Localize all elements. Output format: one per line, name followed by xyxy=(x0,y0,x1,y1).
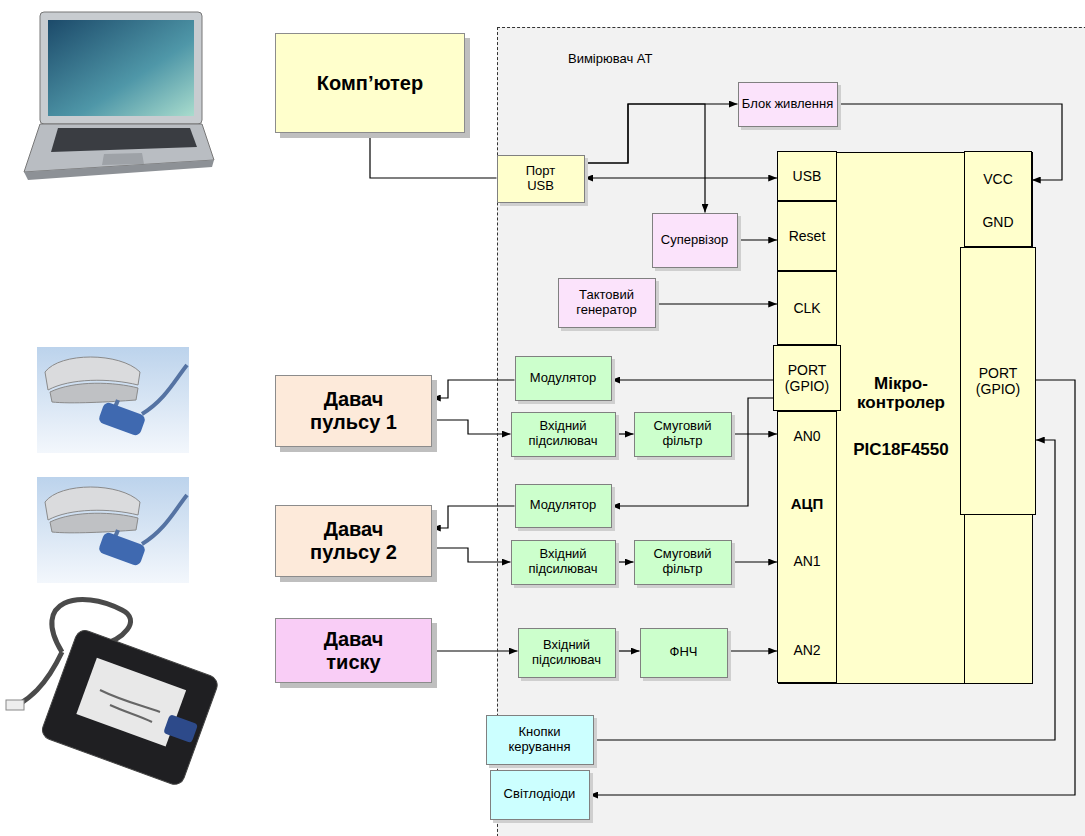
connector-arrow xyxy=(585,104,738,163)
box-label: Модулятор xyxy=(530,371,597,386)
finger-sensor-illustration xyxy=(37,477,189,583)
pin-cell: USB xyxy=(777,151,837,201)
box-label: Блок живлення xyxy=(742,97,833,112)
box-label: ФНЧ xyxy=(670,645,698,660)
connector-arrow xyxy=(432,506,515,528)
connector-arrow xyxy=(616,433,634,434)
box-label: Комп’ютер xyxy=(317,72,423,95)
box-label: Давач пульсу 2 xyxy=(299,518,409,564)
bandpass-filter-box: Смуговий фільтр xyxy=(634,540,732,585)
box-label: VCC xyxy=(965,171,1031,187)
box-label: Смуговий фільтр xyxy=(635,547,731,577)
connector-arrow xyxy=(616,561,634,562)
connector-arrow xyxy=(656,303,778,304)
port-cell: PORT (GPIO) xyxy=(773,345,841,411)
box-label: Кнопки керування xyxy=(487,725,593,755)
box-label: PIC18F4550 xyxy=(838,440,965,460)
connector-arrow xyxy=(432,650,518,651)
lowpass-filter-box: ФНЧ xyxy=(640,628,728,678)
buttons-box: Кнопки керування xyxy=(486,715,594,765)
pin-cell: CLK xyxy=(777,271,837,345)
power-supply-box: Блок живлення xyxy=(738,82,838,127)
computer-box: Комп’ютер xyxy=(275,33,465,133)
amplifier-box: Вхідний підсилювач xyxy=(518,628,616,678)
box-label: Вхідний підсилювач xyxy=(512,547,615,577)
box-label: USB xyxy=(793,168,822,184)
box-label: PORT (GPIO) xyxy=(961,365,1035,397)
amplifier-box: Вхідний підсилювач xyxy=(511,412,616,457)
connector-arrow xyxy=(732,433,778,434)
connector-arrow xyxy=(432,548,511,562)
connector-group xyxy=(370,104,1075,795)
modulator-box: Модулятор xyxy=(515,484,612,528)
adc-cell: AN0АЦП AN1AN2 xyxy=(777,411,837,683)
connector-arrow xyxy=(370,133,497,178)
box-label: Вимірювач АТ xyxy=(568,52,652,67)
modulator-box: Модулятор xyxy=(515,356,612,401)
connector-arrow xyxy=(728,650,778,651)
connector-arrow xyxy=(612,379,774,380)
connector-arrow xyxy=(612,398,774,506)
box-label: Reset xyxy=(789,228,826,244)
box-label: Світлодіоди xyxy=(504,787,576,802)
box-label: Тактовий генератор xyxy=(559,288,655,318)
pin-name: AN2 xyxy=(778,642,836,658)
bandpass-filter-box: Смуговий фільтр xyxy=(634,412,732,457)
box-label: Порт USB xyxy=(517,164,565,194)
leds-box: Світлодіоди xyxy=(490,770,590,820)
box-label: Давач тиску xyxy=(299,628,409,674)
pulse-sensor-box: Давач пульсу 1 xyxy=(275,375,432,447)
pin-name: AN0 xyxy=(778,428,836,444)
box-label: CLK xyxy=(793,300,820,316)
connector-arrow xyxy=(432,420,511,434)
port-cell: PORT (GPIO) xyxy=(960,247,1036,515)
connector-arrow xyxy=(732,561,778,562)
box-label: Модулятор xyxy=(530,498,597,513)
pin-cell: Reset xyxy=(777,201,837,271)
pin-name: АЦП xyxy=(778,495,836,512)
connector-arrow xyxy=(616,650,640,651)
device-region: Вимірювач АТ Блок живленняПорт USB Суперві… xyxy=(497,27,1085,836)
box-label: PORT (GPIO) xyxy=(774,362,840,394)
connector-arrow xyxy=(585,177,778,178)
laptop-illustration xyxy=(24,12,214,180)
connector-arrow xyxy=(738,239,778,240)
pressure-cuff-illustration xyxy=(6,600,220,788)
clock-generator-box: Тактовий генератор xyxy=(558,278,656,328)
box-label: Смуговий фільтр xyxy=(635,419,731,449)
connector-arrow xyxy=(585,104,706,213)
pressure-sensor-box: Давач тиску xyxy=(275,618,432,683)
supervisor-box: Супервізор xyxy=(652,213,738,268)
finger-sensor-illustration xyxy=(37,347,189,453)
microcontroller-box: Мікро- контролерPIC18F4550 USB ResetCLK POR… xyxy=(778,152,1033,684)
box-label: Супервізор xyxy=(661,233,728,248)
connector-arrow xyxy=(432,380,515,398)
box-label: Давач пульсу 1 xyxy=(299,388,409,434)
box-label: Вхідний підсилювач xyxy=(519,638,615,668)
usb-port-box: Порт USB xyxy=(497,155,585,203)
pulse-sensor-box: Давач пульсу 2 xyxy=(275,505,432,577)
pin-name: AN1 xyxy=(778,553,836,569)
box-label: Мікро- контролер xyxy=(838,374,965,413)
amplifier-box: Вхідний підсилювач xyxy=(511,540,616,585)
power-pin-cell: VCC GND xyxy=(964,151,1032,247)
box-label: Вхідний підсилювач xyxy=(512,419,615,449)
box-label: GND xyxy=(965,214,1031,230)
